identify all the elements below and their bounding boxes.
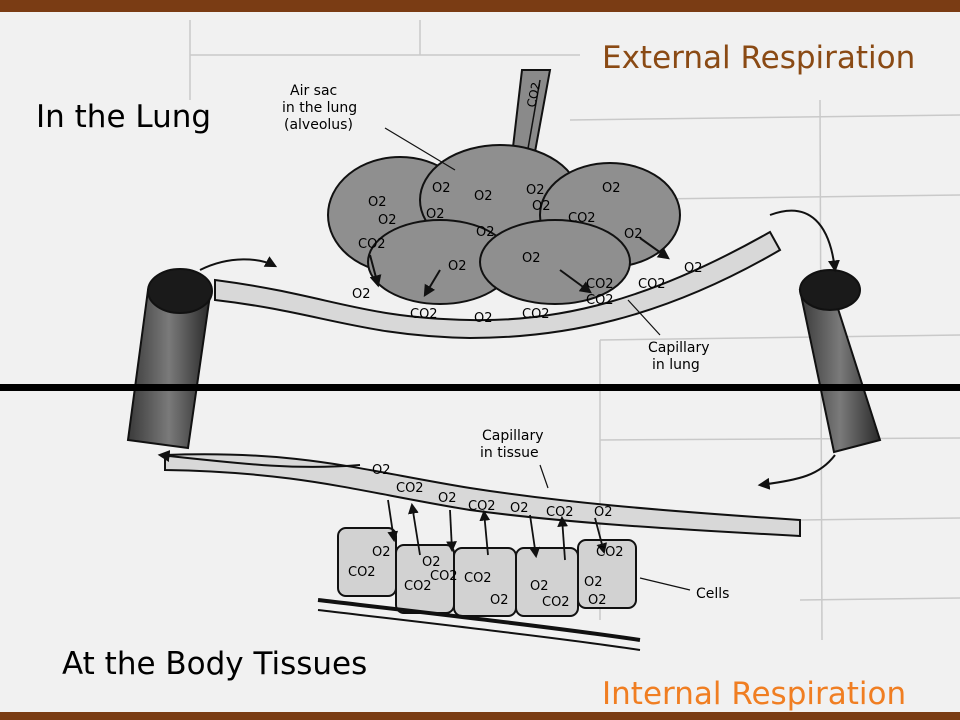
gas-label: O2 <box>432 181 451 196</box>
gas-label: O2 <box>684 261 703 276</box>
bottom-border-bar <box>0 712 960 720</box>
tissue-capillary <box>164 453 801 538</box>
gas-label: CO2 <box>542 595 570 610</box>
alveolus-cluster <box>327 144 681 305</box>
gas-label: O2 <box>624 227 643 242</box>
section-divider <box>0 384 960 391</box>
gas-label: O2 <box>532 199 551 214</box>
tissue-membrane <box>317 598 641 642</box>
gas-label: O2 <box>530 579 549 594</box>
gas-label: CO2 <box>468 499 496 514</box>
tissue-cells <box>337 527 637 617</box>
gas-label: CO2 <box>568 211 596 226</box>
gas-label: CO2 <box>586 293 614 308</box>
left-vessel <box>126 268 213 450</box>
gas-label: O2 <box>372 545 391 560</box>
top-border-bar <box>0 0 960 12</box>
svg-text:Capillary: Capillary <box>482 428 544 444</box>
gas-label: O2 <box>438 491 457 506</box>
gas-label: O2 <box>584 575 603 590</box>
gas-label: O2 <box>448 259 467 274</box>
tissue-exchange-arrows <box>387 499 608 561</box>
gas-label: O2 <box>372 463 391 478</box>
gas-label: CO2 <box>404 579 432 594</box>
tissue-caption: At the Body Tissues <box>62 646 368 682</box>
gas-label: CO2 <box>348 565 376 580</box>
gas-label: O2 <box>368 195 387 210</box>
gas-label: O2 <box>594 505 613 520</box>
airway-co2-label: CO2 <box>524 81 543 109</box>
tissue-capillary-label: Capillary in tissue <box>480 428 544 461</box>
right-vessel <box>798 269 882 454</box>
gas-label: O2 <box>526 183 545 198</box>
lung-capillary-label: Capillary in lung <box>648 340 710 373</box>
gas-label: O2 <box>378 213 397 228</box>
gas-label: O2 <box>588 593 607 608</box>
gas-label: O2 <box>510 501 529 516</box>
leader-lines <box>384 127 691 591</box>
gas-label: CO2 <box>596 545 624 560</box>
gas-label: O2 <box>422 555 441 570</box>
gas-label: CO2 <box>638 277 666 292</box>
gas-label: CO2 <box>396 481 424 496</box>
gas-label: O2 <box>474 311 493 326</box>
internal-respiration-title: Internal Respiration <box>602 676 907 712</box>
gas-label: CO2 <box>586 277 614 292</box>
gas-label: O2 <box>522 251 541 266</box>
svg-text:in the lung: in the lung <box>282 100 357 116</box>
gas-label: O2 <box>352 287 371 302</box>
svg-text:in tissue: in tissue <box>480 445 539 461</box>
airway-arrow <box>522 79 541 162</box>
lung-caption: In the Lung <box>36 99 212 135</box>
svg-text:(alveolus): (alveolus) <box>284 117 353 133</box>
gas-label: CO2 <box>522 307 550 322</box>
svg-text:Capillary: Capillary <box>648 340 710 356</box>
svg-text:Air sac: Air sac <box>290 83 337 99</box>
gas-label: CO2 <box>430 569 458 584</box>
air-sac-label: Air sac in the lung (alveolus) <box>282 83 357 133</box>
external-respiration-title: External Respiration <box>602 40 916 76</box>
gas-label: CO2 <box>358 237 386 252</box>
flow-arrows <box>157 209 840 490</box>
gas-label: O2 <box>476 225 495 240</box>
svg-text:in lung: in lung <box>652 357 700 373</box>
gas-label: O2 <box>474 189 493 204</box>
gas-label: O2 <box>426 207 445 222</box>
cells-label: Cells <box>696 586 729 602</box>
gas-label: CO2 <box>546 505 574 520</box>
gas-label: CO2 <box>410 307 438 322</box>
gas-label: O2 <box>490 593 509 608</box>
gas-label: CO2 <box>464 571 492 586</box>
gas-label: O2 <box>602 181 621 196</box>
